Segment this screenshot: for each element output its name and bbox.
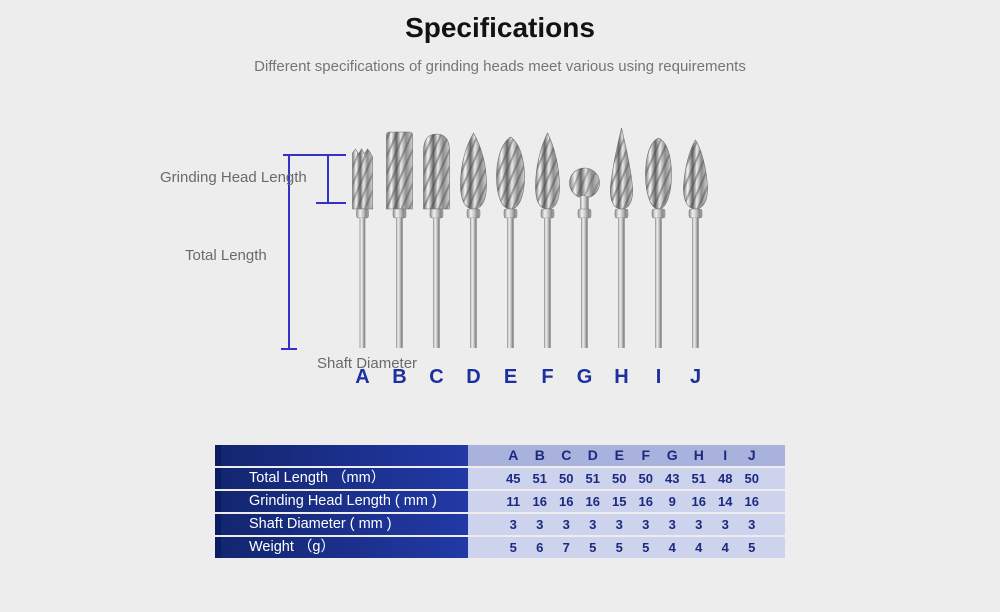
total-length-label: Total Length bbox=[185, 247, 267, 264]
table-row-values: 45 51 50 51 50 50 43 51 48 50 bbox=[468, 468, 785, 489]
table-cell: 16 bbox=[744, 494, 759, 509]
table-row-label: Shaft Diameter ( mm ) bbox=[215, 514, 468, 535]
grinding-head-length-line bbox=[327, 154, 329, 204]
table-cell: 5 bbox=[589, 540, 597, 555]
table-cell: 3 bbox=[642, 517, 650, 532]
table-cell: 4 bbox=[695, 540, 703, 555]
table-cell: 16 bbox=[532, 494, 547, 509]
table-header-letter: J bbox=[747, 447, 756, 463]
table-row: Shaft Diameter ( mm ) 3 3 3 3 3 3 3 3 3 3 bbox=[215, 514, 785, 535]
table-header-label-spacer bbox=[215, 445, 468, 466]
table-cell: 3 bbox=[589, 517, 597, 532]
table-header-letter: B bbox=[534, 447, 545, 463]
table-cell: 51 bbox=[691, 471, 706, 486]
shaft-diameter-label: Shaft Diameter bbox=[317, 355, 418, 372]
table-row-label: Total Length （mm） bbox=[215, 468, 468, 489]
table-cell: 16 bbox=[559, 494, 574, 509]
bit-letter: J bbox=[689, 366, 702, 388]
grinding-bit-i bbox=[645, 137, 672, 348]
table-cell: 3 bbox=[668, 517, 676, 532]
table-cell: 4 bbox=[721, 540, 729, 555]
table-cell: 3 bbox=[721, 517, 729, 532]
table-cell: 15 bbox=[612, 494, 627, 509]
table-cell: 5 bbox=[615, 540, 623, 555]
table-cell: 5 bbox=[509, 540, 517, 555]
bit-letter: D bbox=[466, 366, 481, 388]
bit-letter: A bbox=[355, 366, 370, 388]
dimension-tick-head-bottom bbox=[316, 202, 346, 204]
bit-letter: H bbox=[614, 366, 629, 388]
dimension-tick-total-bottom bbox=[281, 348, 297, 350]
table-header-letter: C bbox=[561, 447, 572, 463]
table-row-values: 3 3 3 3 3 3 3 3 3 3 bbox=[468, 514, 785, 535]
table-header-letter: D bbox=[587, 447, 598, 463]
table-header-letter: E bbox=[614, 447, 624, 463]
table-cell: 3 bbox=[695, 517, 703, 532]
bit-letter: C bbox=[429, 366, 444, 388]
table-cell: 16 bbox=[638, 494, 653, 509]
table-row-values: 5 6 7 5 5 5 4 4 4 5 bbox=[468, 537, 785, 558]
grinding-bit-h bbox=[610, 127, 633, 348]
table-cell: 50 bbox=[638, 471, 653, 486]
grinding-bit-b bbox=[386, 131, 413, 348]
bit-letter: B bbox=[392, 366, 407, 388]
table-row-label: Grinding Head Length ( mm ) bbox=[215, 491, 468, 512]
grinding-bit-c bbox=[423, 133, 450, 348]
bit-letter: E bbox=[503, 366, 518, 388]
grinding-bit-a bbox=[352, 148, 373, 348]
table-header-letter: H bbox=[693, 447, 704, 463]
table-cell: 3 bbox=[615, 517, 623, 532]
grinding-bit-e bbox=[496, 136, 525, 348]
grinding-bit-g bbox=[569, 167, 600, 348]
page-subtitle: Different specifications of grinding hea… bbox=[254, 58, 746, 75]
table-cell: 50 bbox=[744, 471, 759, 486]
table-cell: 43 bbox=[665, 471, 680, 486]
table-cell: 3 bbox=[509, 517, 517, 532]
table-cell: 45 bbox=[506, 471, 521, 486]
table-cell: 3 bbox=[748, 517, 756, 532]
table-cell: 6 bbox=[536, 540, 544, 555]
table-cell: 50 bbox=[612, 471, 627, 486]
dimension-tick-top bbox=[283, 154, 346, 156]
table-row: Grinding Head Length ( mm ) 11 16 16 16 15 16 9… bbox=[215, 491, 785, 512]
table-cell: 3 bbox=[536, 517, 544, 532]
bit-letter: F bbox=[541, 366, 554, 388]
table-cell: 14 bbox=[718, 494, 733, 509]
page-title: Specifications bbox=[405, 12, 595, 43]
grinding-bits-image bbox=[352, 127, 708, 348]
table-cell: 50 bbox=[559, 471, 574, 486]
table-cell: 3 bbox=[562, 517, 570, 532]
table-row-label: Weight （g） bbox=[215, 537, 468, 558]
grinding-bit-f bbox=[535, 132, 560, 348]
table-cell: 51 bbox=[585, 471, 600, 486]
bit-letter: G bbox=[576, 366, 593, 388]
table-cell: 16 bbox=[585, 494, 600, 509]
table-cell: 7 bbox=[562, 540, 570, 555]
grinding-bit-j bbox=[683, 139, 708, 348]
table-cell: 11 bbox=[506, 494, 521, 509]
table-cell: 5 bbox=[642, 540, 650, 555]
grinding-head-length-label: Grinding Head Length bbox=[160, 169, 307, 186]
table-header-letter: A bbox=[508, 447, 519, 463]
grinding-bit-d bbox=[460, 132, 487, 348]
table-row: Total Length （mm） 45 51 50 51 50 50 43 51 48 50 bbox=[215, 468, 785, 489]
table-header-letter: G bbox=[666, 447, 678, 463]
table-cell: 51 bbox=[532, 471, 547, 486]
table-row: Weight （g） 5 6 7 5 5 5 4 4 4 5 bbox=[215, 537, 785, 558]
table-header-letter: I bbox=[723, 447, 728, 463]
table-cell: 48 bbox=[718, 471, 733, 486]
table-cell: 4 bbox=[668, 540, 676, 555]
table-cell: 16 bbox=[691, 494, 706, 509]
table-row-values: 11 16 16 16 15 16 9 16 14 16 bbox=[468, 491, 785, 512]
table-cell: 9 bbox=[668, 494, 676, 509]
bit-letter: I bbox=[655, 366, 662, 388]
table-cell: 5 bbox=[748, 540, 756, 555]
total-length-line bbox=[288, 154, 290, 350]
table-header-letter: F bbox=[641, 447, 651, 463]
